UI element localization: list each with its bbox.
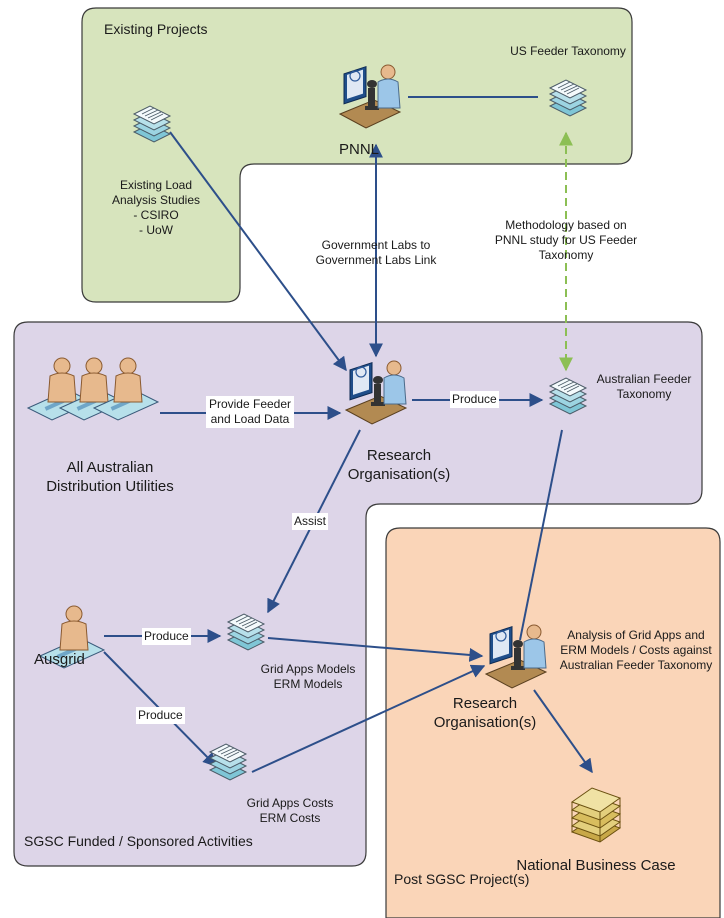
label-all-utilities: All Australian Distribution Utilities [46, 459, 174, 495]
edge-research-to-business-case [533, 689, 593, 774]
label-ausgrid: Ausgrid [34, 651, 85, 668]
edge-feeder-to-research-2 [519, 429, 563, 641]
label-grid-costs: Grid Apps Costs ERM Costs [246, 796, 334, 825]
label-provide-data: Provide Feeder and Load Data [206, 396, 294, 428]
label-methodology: Methodology based on PNNL study for US F… [494, 218, 638, 262]
label-produce-2: Produce [142, 628, 191, 645]
label-research-org-2: Research Organisation(s) [433, 695, 537, 731]
label-analysis: Analysis of Grid Apps and ERM Models / C… [559, 628, 713, 672]
label-research-org-1: Research Organisation(s) [347, 447, 451, 483]
label-us-feeder: US Feeder Taxonomy [510, 44, 626, 58]
label-existing-load: Existing Load Analysis Studies - CSIRO -… [111, 178, 201, 237]
label-produce-1: Produce [450, 391, 499, 408]
region-title-sgsc: SGSC Funded / Sponsored Activities [24, 833, 253, 849]
label-produce-3: Produce [136, 707, 185, 724]
region-title-existing: Existing Projects [104, 21, 208, 37]
label-grid-models: Grid Apps Models ERM Models [260, 662, 356, 691]
label-aus-feeder: Australian Feeder Taxonomy [596, 372, 692, 401]
region-existing-projects [81, 7, 633, 303]
label-gov-labs-link: Government Labs to Government Labs Link [315, 238, 437, 267]
edge-existing-load-to-research [169, 131, 347, 372]
label-business-case: National Business Case [516, 857, 676, 874]
region-post-sgsc [385, 527, 721, 918]
edge-costs-to-research-2 [251, 664, 486, 773]
region-sgsc-activities [13, 321, 703, 867]
region-title-post: Post SGSC Project(s) [394, 871, 530, 887]
label-pnnl: PNNL [338, 141, 379, 158]
edge-models-to-research-2 [267, 637, 484, 662]
label-assist: Assist [292, 513, 329, 530]
